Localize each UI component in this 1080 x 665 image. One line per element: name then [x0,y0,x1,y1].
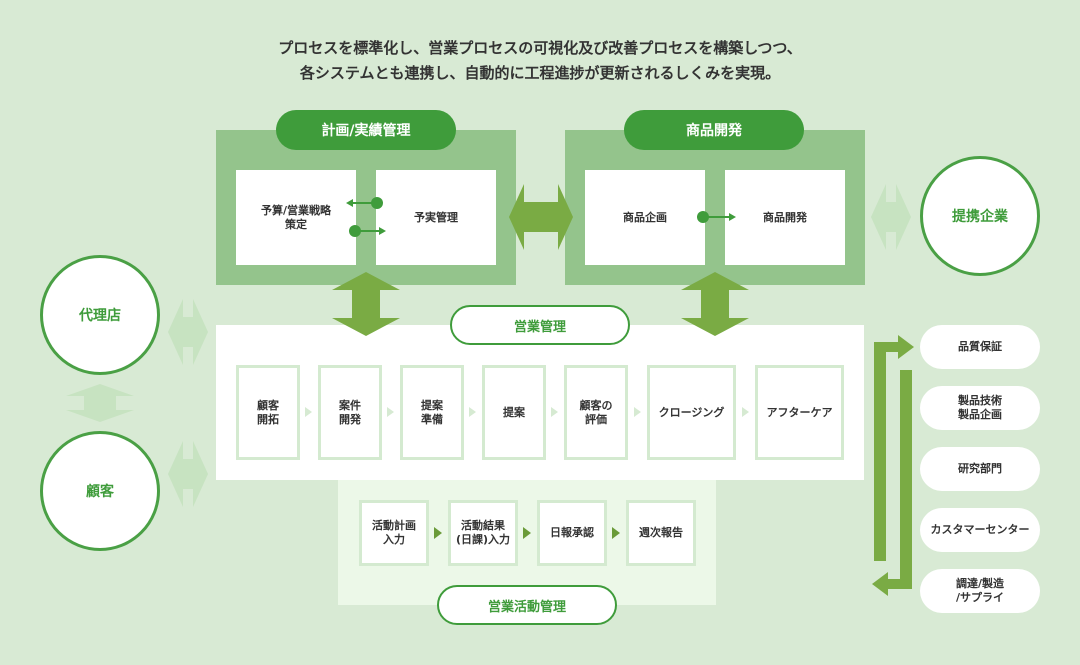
planning-connectors [346,197,386,237]
dept-product-tech: 製品技術 製品企画 [920,386,1040,430]
dept-procurement: 調達/製造 /サプライ [920,569,1040,613]
product-title: 商品開発 [624,110,804,150]
customer-arrow [168,441,208,507]
departments-bracket [872,335,914,596]
budget-actual-card: 予実管理 [376,170,496,265]
activity-step-arrows [434,527,620,539]
planning-sales-arrow [332,272,400,336]
sales-title: 営業管理 [450,305,630,345]
headline-line-2: 各システムとも連携し、自動的に工程進捗が更新されるしくみを実現。 [299,64,781,82]
planning-product-arrow [509,184,573,250]
sales-step-2: 案件 開発 [318,365,382,460]
planning-title: 計画/実績管理 [276,110,456,150]
activity-step-4: 週次報告 [626,500,696,566]
headline-line-1: プロセスを標準化し、営業プロセスの可視化及び改善プロセスを構築しつつ、 [278,39,802,57]
sales-step-7: アフターケア [755,365,844,460]
headline: プロセスを標準化し、営業プロセスの可視化及び改善プロセスを構築しつつ、 各システ… [0,36,1080,86]
product-connector [697,211,736,223]
partner-arrow [871,184,911,250]
activity-title: 営業活動管理 [437,585,617,625]
partner-circle: 提携企業 [920,156,1040,276]
product-planning-card: 商品企画 [585,170,705,265]
agency-circle: 代理店 [40,255,160,375]
sales-step-1: 顧客 開拓 [236,365,300,460]
sales-step-4: 提案 [482,365,546,460]
sales-step-6: クロージング [647,365,736,460]
dept-customer-center: カスタマーセンター [920,508,1040,552]
agency-customer-arrow [66,384,134,422]
customer-circle: 顧客 [40,431,160,551]
dept-research: 研究部門 [920,447,1040,491]
sales-step-3: 提案 準備 [400,365,464,460]
product-sales-arrow [681,272,749,336]
activity-step-2: 活動結果 (日課)入力 [448,500,518,566]
activity-step-3: 日報承認 [537,500,607,566]
sales-step-chevrons [305,407,749,417]
budget-strategy-card: 予算/営業戦略 策定 [236,170,356,265]
dept-quality: 品質保証 [920,325,1040,369]
sales-step-5: 顧客の 評価 [564,365,628,460]
activity-step-1: 活動計画 入力 [359,500,429,566]
agency-arrow [168,299,208,365]
